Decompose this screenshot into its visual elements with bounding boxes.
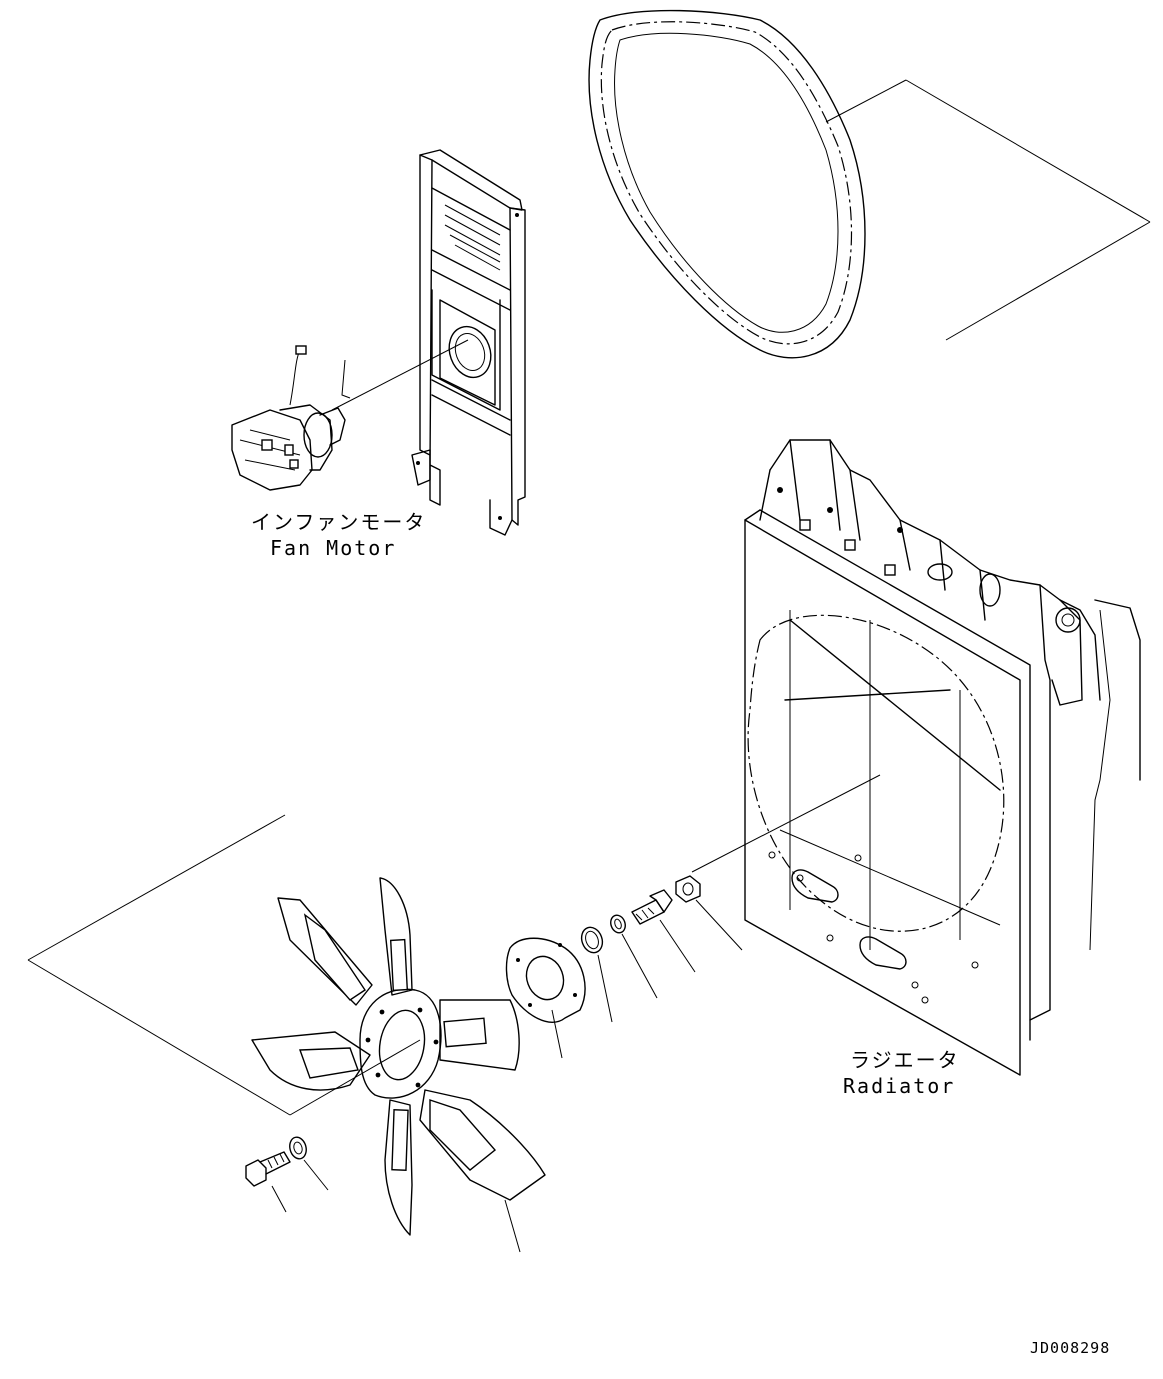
drawing-code: JD008298	[1030, 1339, 1111, 1357]
fan-motor-label-jp: インファンモータ	[251, 510, 427, 534]
fan-motor-label-en: Fan Motor	[270, 536, 397, 560]
fan-nut	[675, 875, 743, 951]
radiator-label-en: Radiator	[843, 1074, 956, 1098]
fan-bolt-lower	[245, 1151, 291, 1213]
radiator-label-jp: ラジエータ	[850, 1048, 960, 1072]
fan-washer	[610, 914, 658, 999]
fan-spacer	[505, 937, 586, 1059]
fan-motor-bracket	[411, 149, 526, 536]
fan-motor	[231, 339, 469, 491]
fan-washer-plate	[580, 926, 613, 1023]
fan-bolt-upper	[631, 889, 696, 973]
fan-blades	[251, 877, 546, 1253]
fan-washer-lower	[289, 1136, 329, 1191]
radiator-assembly	[691, 439, 1141, 1076]
fan-shroud-ring	[588, 9, 1151, 359]
